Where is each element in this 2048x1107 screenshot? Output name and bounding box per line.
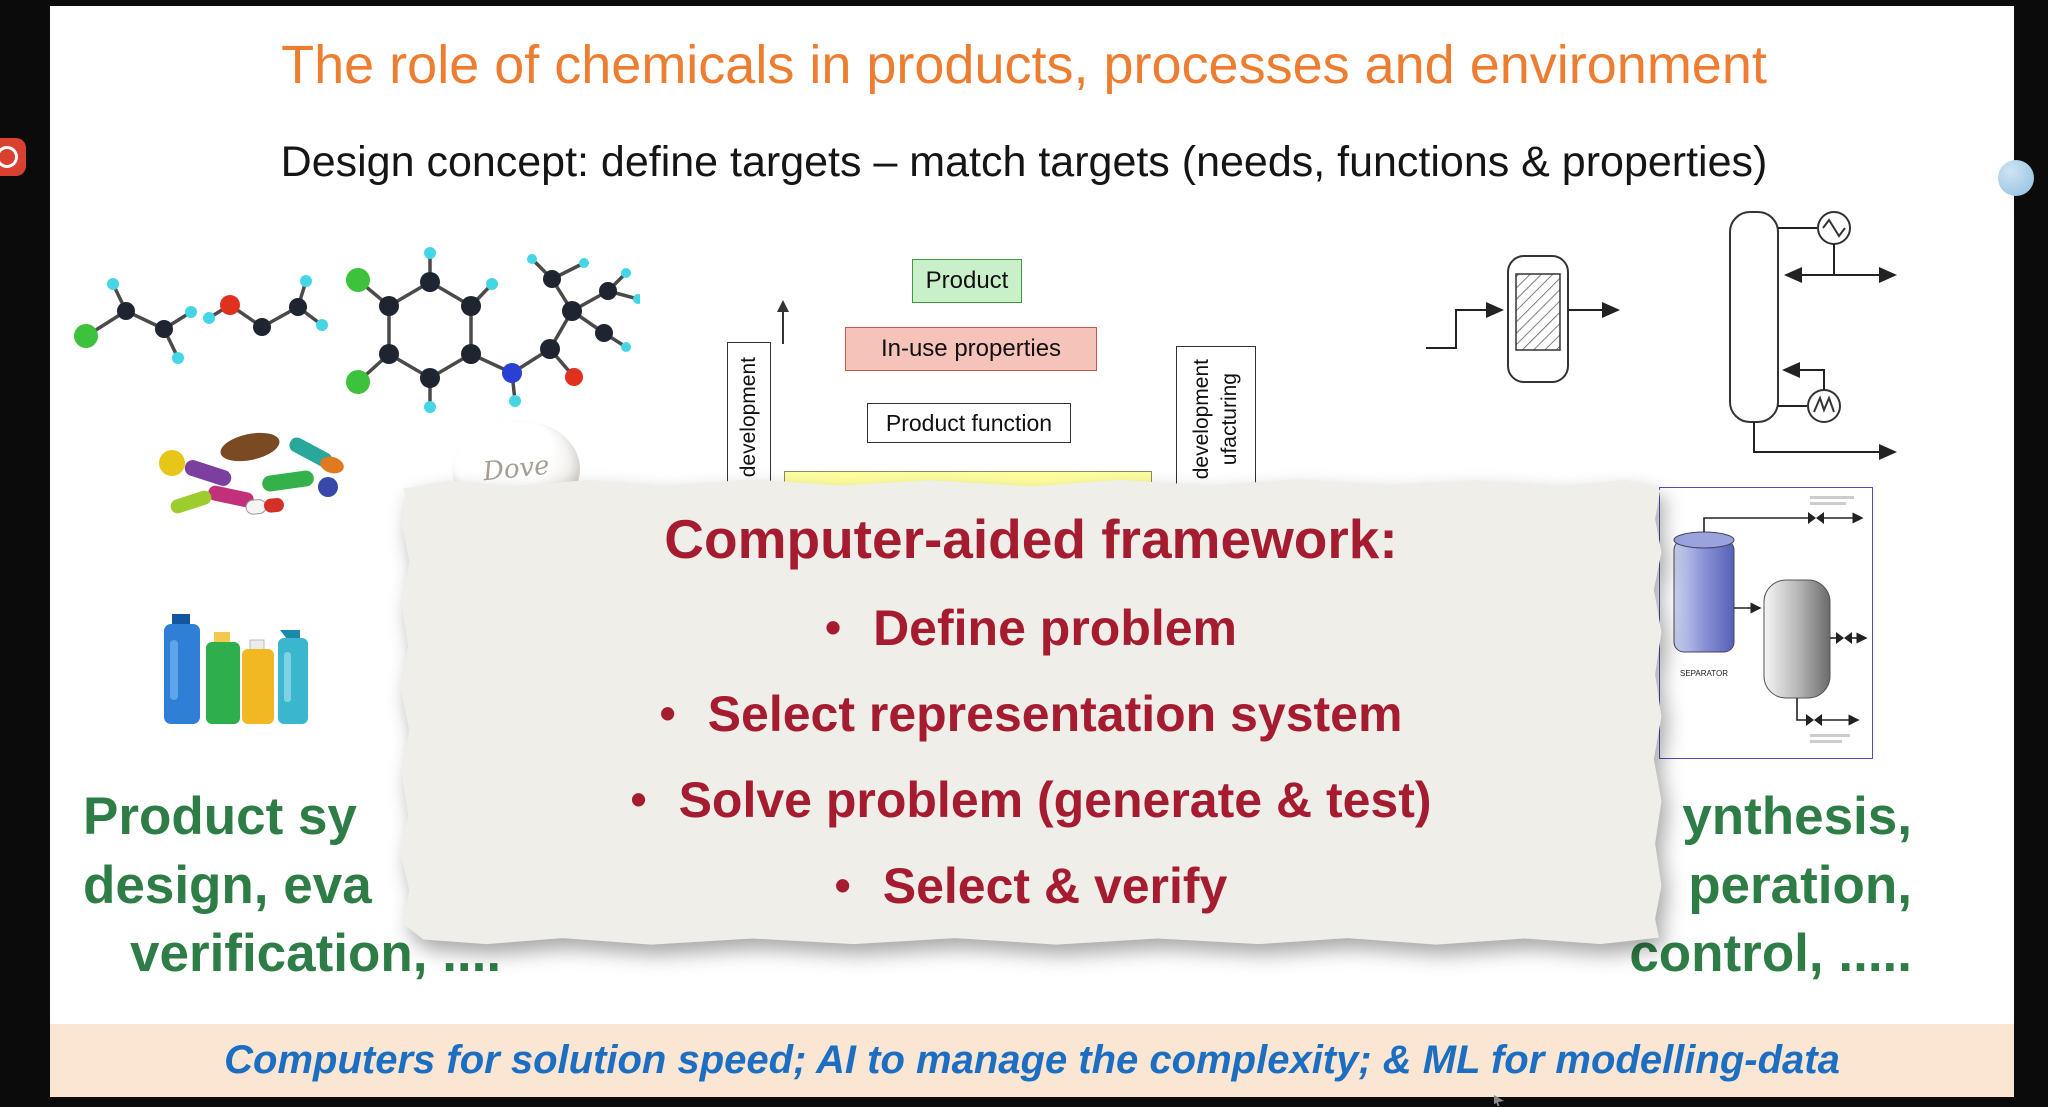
right-caption-line1: ynthesis,: [1682, 787, 1912, 846]
molecule-graphics: [74, 247, 640, 413]
flowsheet-separator-label: SEPARATOR: [1680, 669, 1728, 678]
development-axis-box: development: [727, 342, 771, 492]
left-caption-line2: design, eva: [83, 856, 372, 915]
up-arrow-icon: [777, 300, 789, 344]
red-side-badge-icon[interactable]: [0, 138, 26, 176]
cleaning-products-image: [164, 614, 308, 724]
framework-overlay: Computer-aided framework: Define problem…: [398, 477, 1664, 947]
framework-overlay-paper: Computer-aided framework: Define problem…: [400, 479, 1662, 945]
development-axis-label-2: development: [1190, 358, 1213, 480]
framework-bullet-list: Define problem Select representation sys…: [401, 599, 1662, 915]
framework-bullet-1: Define problem: [401, 599, 1662, 657]
manufacturing-axis-label: ufacturing: [1218, 372, 1241, 466]
slide-title: The role of chemicals in products, proce…: [281, 35, 1767, 95]
right-caption-line3: control, .....: [1629, 924, 1912, 983]
in-use-properties-box: In-use properties: [845, 327, 1097, 371]
framework-title: Computer-aided framework:: [664, 508, 1398, 570]
slide-subtitle: Design concept: define targets – match t…: [280, 138, 1768, 186]
development-axis-label: development: [737, 356, 760, 478]
blue-side-dot-icon[interactable]: [1998, 160, 2034, 196]
pills-image: [159, 432, 344, 515]
right-caption-line2: peration,: [1688, 856, 1912, 915]
left-caption-line1: Product sy: [83, 787, 357, 846]
absorber-diagram: [1426, 255, 1620, 383]
process-flowsheet: SEPARATOR: [1659, 487, 1873, 759]
cursor-mark: [1494, 1095, 1504, 1106]
framework-bullet-2: Select representation system: [401, 685, 1662, 743]
framework-bullet-3: Solve problem (generate & test): [401, 771, 1662, 829]
bottom-banner: Computers for solution speed; AI to mana…: [50, 1024, 2014, 1097]
banner-text: Computers for solution speed; AI to mana…: [224, 1038, 1840, 1082]
distillation-column-diagram: [1729, 211, 1897, 460]
product-function-box: Product function: [867, 403, 1071, 443]
development-manufacturing-axis-box: development ufacturing: [1176, 346, 1256, 492]
framework-bullet-4: Select & verify: [401, 857, 1662, 915]
product-box: Product: [912, 259, 1022, 303]
